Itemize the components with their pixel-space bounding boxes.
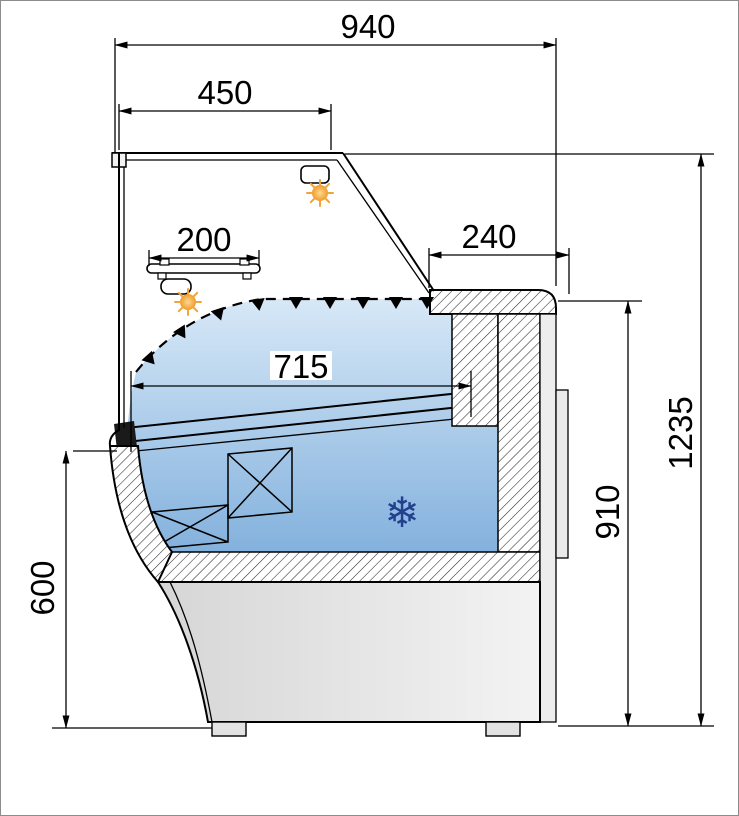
fan-box-upper xyxy=(227,447,293,519)
front-outer-contour xyxy=(108,429,120,447)
rear-outer-panel xyxy=(539,313,557,723)
dim-overall-width: 940 xyxy=(114,8,557,286)
flow-arrow xyxy=(420,297,434,309)
canopy-lamp xyxy=(300,165,334,207)
dim-label-overall-height: 1235 xyxy=(662,396,699,469)
dim-shelf-width: 200 xyxy=(148,221,260,266)
flow-arrow xyxy=(210,306,225,321)
shelf-lamp xyxy=(160,278,202,316)
flow-arrow xyxy=(389,297,403,309)
lamp-housing xyxy=(160,278,192,295)
flow-arrow xyxy=(323,297,337,309)
flow-arrow xyxy=(173,324,186,339)
flow-arrow xyxy=(356,297,370,309)
base-front-inner-line xyxy=(169,581,213,723)
dim-label-front-height: 600 xyxy=(24,560,61,615)
foot-right xyxy=(485,721,521,737)
shelf-clip xyxy=(239,258,250,266)
dim-rear-body-height: 910 xyxy=(558,300,642,727)
shelf-board xyxy=(146,263,261,274)
dim-label-rear-top-depth: 240 xyxy=(461,218,516,255)
dim-label-rear-body-height: 910 xyxy=(589,484,626,539)
dim-overall-height: 1235 xyxy=(345,153,714,727)
rear-slant-glass-inner xyxy=(336,159,430,294)
interior-chamber xyxy=(127,299,498,552)
dim-label-shelf-width: 200 xyxy=(176,221,231,258)
shelf xyxy=(146,258,261,280)
dim-label-background xyxy=(270,351,332,380)
lamp-housing xyxy=(300,165,330,184)
bottom-wall xyxy=(156,551,541,583)
lamp-glow-icon xyxy=(306,179,334,207)
deck-underside-line xyxy=(125,418,456,453)
shelf-bracket xyxy=(157,272,167,280)
dim-label-deck-width: 715 xyxy=(273,348,328,385)
dim-front-height: 600 xyxy=(24,450,212,729)
flow-arrow xyxy=(250,298,265,311)
counter-cross-section: ❄ xyxy=(108,152,569,737)
snowflake-icon: ❄ xyxy=(384,488,419,537)
front-glass xyxy=(118,153,125,431)
dim-deck-width: 715 xyxy=(130,348,472,452)
base-panel xyxy=(156,581,541,723)
dim-label-canopy-width: 450 xyxy=(197,74,252,111)
air-flow-arrows xyxy=(141,297,434,365)
glow-rays xyxy=(174,288,202,316)
dim-label-overall-width: 940 xyxy=(340,8,395,45)
shelf-bracket xyxy=(242,272,252,280)
rear-duct-wall xyxy=(451,313,499,427)
lamp-glow-icon xyxy=(174,288,202,316)
dimensions: 940 450 200 240 715 xyxy=(24,8,714,729)
rear-top-cap-wall xyxy=(429,289,557,315)
foot-left xyxy=(211,721,247,737)
canopy xyxy=(111,152,435,294)
flow-arrow xyxy=(289,297,303,309)
rear-slant-glass xyxy=(342,152,435,292)
rear-wall xyxy=(497,313,541,553)
dim-canopy-width: 450 xyxy=(118,74,332,150)
flow-arrow xyxy=(141,350,155,365)
glow-rays xyxy=(306,179,334,207)
dim-rear-top-depth: 240 xyxy=(428,218,570,294)
rear-bumper-strip xyxy=(555,389,569,559)
shelf-clip xyxy=(159,258,170,266)
fan-box-diagonal xyxy=(227,447,293,519)
